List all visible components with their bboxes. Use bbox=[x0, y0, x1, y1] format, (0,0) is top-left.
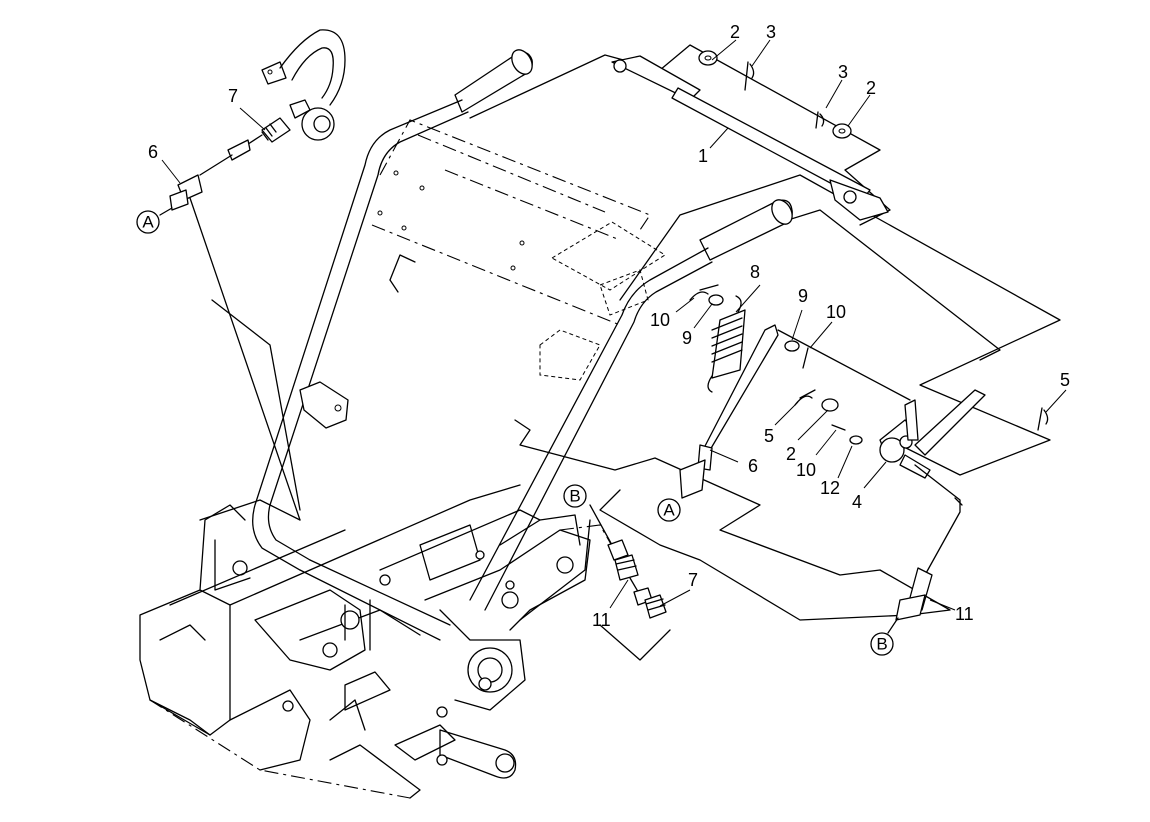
rear-panel-dashed bbox=[371, 119, 666, 381]
part-label-2: 2 bbox=[730, 22, 740, 42]
throttle-cable-top bbox=[169, 29, 346, 521]
part-label-9: 9 bbox=[682, 328, 692, 348]
part-label-7: 7 bbox=[228, 86, 238, 106]
connector-b-bottom: B bbox=[870, 617, 899, 656]
part-label-4: 4 bbox=[852, 492, 862, 512]
part-label-10: 10 bbox=[650, 310, 670, 330]
part-label-3: 3 bbox=[766, 22, 776, 42]
part-label-6: 6 bbox=[148, 142, 158, 162]
part-label-2: 2 bbox=[786, 444, 796, 464]
part-label-10: 10 bbox=[796, 460, 816, 480]
connector-a-bottom-label: A bbox=[663, 501, 675, 520]
part-number-labels: 2 3 3 2 1 7 6 8 9 10 10 9 5 5 2 10 12 4 … bbox=[148, 22, 1070, 630]
connector-a-top-label: A bbox=[142, 213, 154, 232]
part-label-6: 6 bbox=[748, 456, 758, 476]
washer-pin-group-top bbox=[698, 50, 852, 139]
part-label-12: 12 bbox=[820, 478, 840, 498]
connector-a-top: A bbox=[136, 207, 173, 234]
handlebar-frame bbox=[252, 49, 793, 641]
part-label-5: 5 bbox=[764, 426, 774, 446]
part-label-5: 5 bbox=[1060, 370, 1070, 390]
connector-a-bottom: A bbox=[657, 498, 681, 522]
part-label-1: 1 bbox=[698, 146, 708, 166]
part-label-2: 2 bbox=[866, 78, 876, 98]
part-label-8: 8 bbox=[750, 262, 760, 282]
part-label-9: 9 bbox=[798, 286, 808, 306]
machine-chassis bbox=[139, 484, 621, 799]
control-rod-part bbox=[611, 55, 889, 221]
part-label-11: 11 bbox=[955, 604, 974, 624]
connector-b-top: B bbox=[563, 484, 587, 508]
pivot-linkage bbox=[679, 284, 1049, 621]
part-label-3: 3 bbox=[838, 62, 848, 82]
part-label-11: 11 bbox=[592, 610, 611, 630]
part-label-10: 10 bbox=[826, 302, 846, 322]
part-label-7: 7 bbox=[688, 570, 698, 590]
connector-b-bottom-label: B bbox=[876, 635, 887, 654]
leader-lines bbox=[161, 39, 1067, 611]
throttle-cable-bottom bbox=[589, 504, 671, 661]
connector-b-top-label: B bbox=[569, 487, 580, 506]
